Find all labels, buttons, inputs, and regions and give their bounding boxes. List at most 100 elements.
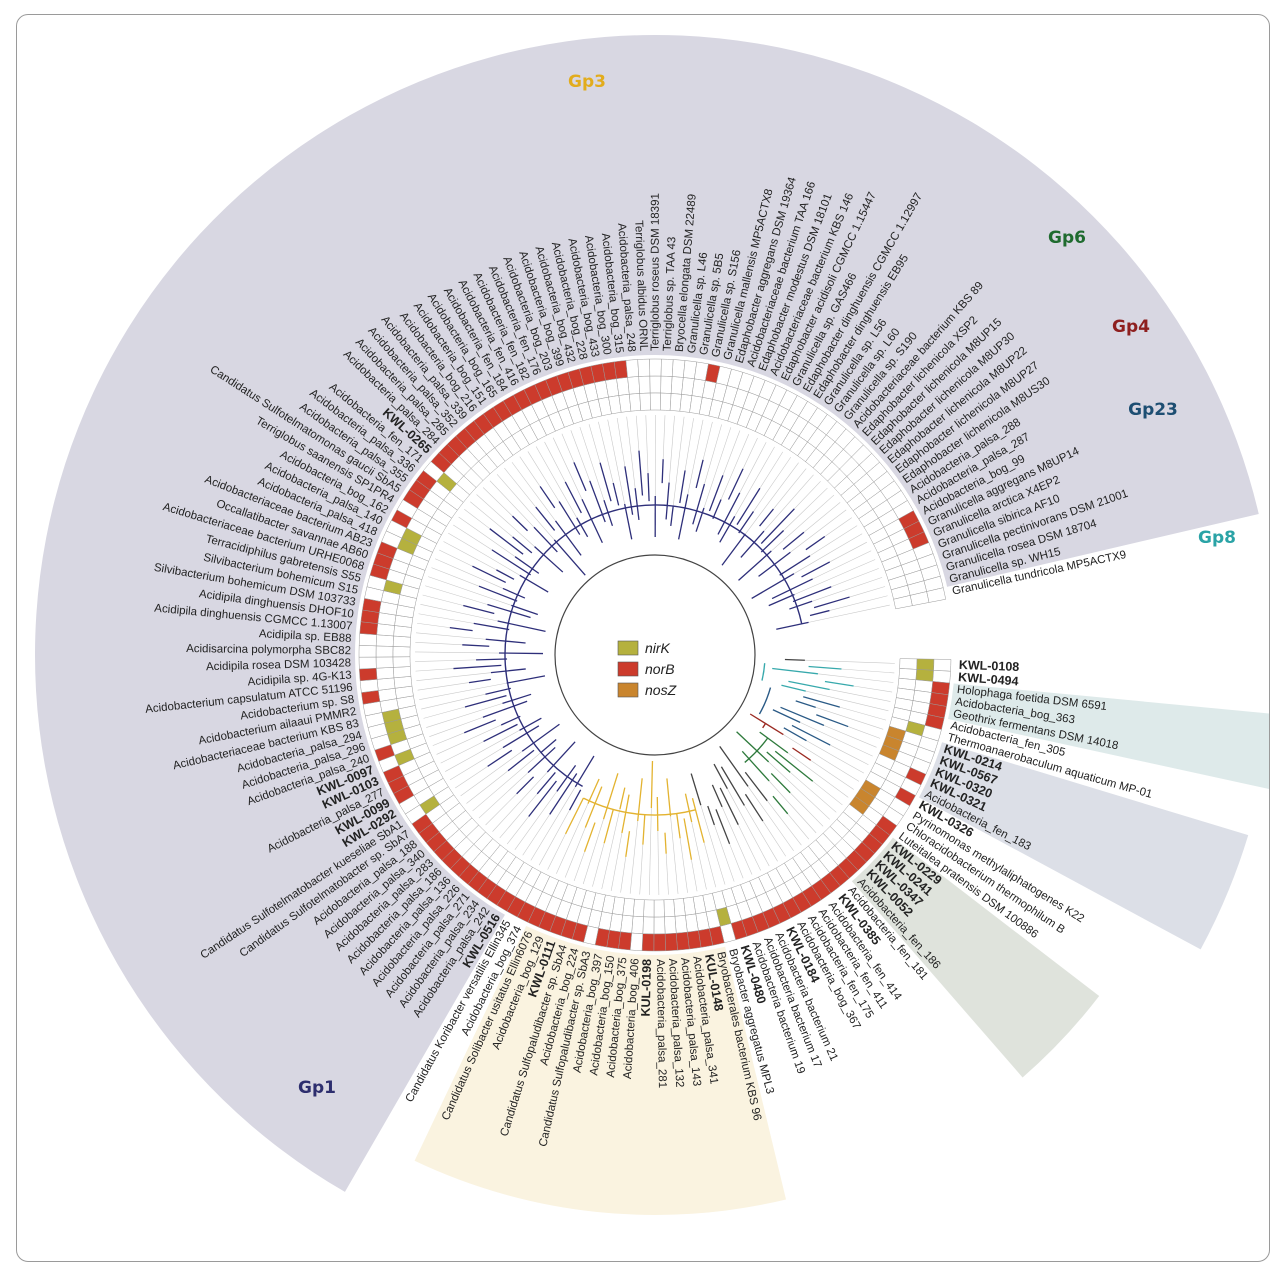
branch	[740, 530, 765, 558]
tree-branches	[415, 414, 895, 895]
legend-swatch-nirK	[617, 640, 639, 656]
ring-cell-nirK	[375, 645, 394, 658]
branch	[782, 531, 805, 550]
tip-guide	[687, 419, 704, 495]
tip-guide	[464, 509, 490, 529]
tip-guide	[767, 800, 802, 846]
ring-cell-norB	[641, 933, 655, 952]
clade-arc-gp4	[762, 723, 767, 729]
branch	[695, 507, 705, 532]
branch	[612, 482, 620, 506]
tip-guide	[808, 604, 890, 623]
branch	[464, 719, 496, 734]
branch	[751, 573, 795, 600]
branch	[463, 604, 495, 615]
clade-arc-gp1	[504, 504, 803, 787]
tip-guide	[831, 568, 879, 588]
branch	[711, 784, 723, 808]
tip-guide	[809, 525, 858, 557]
tip-guide	[527, 451, 560, 502]
clade-arc-gp23	[758, 687, 772, 715]
branch	[497, 620, 546, 632]
branch	[738, 511, 754, 534]
tip-guide	[439, 549, 473, 567]
tip-guide	[626, 416, 636, 489]
tip-guide	[700, 805, 726, 885]
tip-guide	[668, 415, 675, 483]
tip-guide	[607, 419, 625, 505]
branch	[713, 763, 728, 789]
branch	[581, 498, 603, 543]
tip-label: Acidobacteria_palsa_281	[654, 959, 668, 1088]
tip-guide	[416, 672, 491, 681]
branch	[602, 773, 619, 820]
tip-guide	[544, 441, 566, 483]
branch	[589, 480, 606, 523]
tip-guide	[592, 843, 605, 887]
branch	[727, 468, 744, 500]
ring-cell-norB	[359, 667, 378, 682]
branch	[587, 778, 600, 804]
branch	[511, 604, 539, 616]
branch	[583, 822, 596, 852]
branch	[485, 687, 511, 695]
tip-guide	[803, 502, 841, 533]
branch	[766, 751, 791, 773]
tip-guide	[422, 594, 464, 606]
tip-guide	[830, 744, 869, 765]
tip-guide	[519, 456, 541, 487]
tip-guide	[839, 706, 887, 721]
inner-disk	[355, 355, 955, 955]
tip-guide	[721, 806, 753, 875]
ring-cell-nosZ	[649, 392, 661, 411]
ring-cell-norB	[358, 656, 377, 670]
branch	[507, 749, 535, 772]
tip-guide	[773, 468, 807, 510]
tip-guide	[804, 659, 895, 664]
branch	[621, 794, 630, 834]
tip-guide	[416, 632, 486, 640]
tip-guide	[744, 805, 778, 862]
branch	[564, 481, 582, 514]
ring-cell-norB	[926, 587, 946, 603]
ring-cell-norB	[613, 360, 628, 379]
tip-guide	[789, 792, 824, 827]
tip-guide	[420, 604, 498, 622]
clade-arc-gp6	[744, 737, 769, 763]
branch	[506, 675, 546, 684]
tip-guide	[691, 859, 698, 892]
tip-guide	[489, 480, 535, 528]
branch	[670, 506, 674, 527]
tip-guide	[794, 481, 821, 509]
sector-gp8	[655, 655, 1269, 790]
ring-cell-nosZ	[643, 899, 655, 918]
clade-label-gp3: Gp3	[568, 72, 606, 92]
branch	[472, 565, 507, 583]
branch	[449, 626, 473, 632]
branch	[789, 600, 813, 610]
tip-guide	[841, 668, 895, 674]
branch	[707, 805, 715, 826]
branch	[638, 450, 644, 496]
branch	[808, 665, 842, 670]
tip-label: Terriglobus roseus DSM 18391	[650, 193, 662, 351]
branch	[539, 486, 556, 509]
tip-guide	[588, 424, 601, 463]
tip-guide	[448, 532, 520, 576]
root-arc	[554, 554, 756, 756]
tip-guide	[720, 433, 750, 500]
branch	[603, 809, 614, 844]
tip-guide	[734, 446, 775, 517]
branch	[533, 526, 558, 553]
ring-cell-norB	[637, 358, 651, 377]
tip-guide	[629, 821, 638, 894]
tip-guide	[449, 747, 504, 781]
tip-guide	[485, 793, 517, 826]
ring-cell-norB	[933, 658, 952, 672]
branch	[576, 517, 589, 538]
branch	[677, 494, 689, 540]
ring-cell-norB	[625, 359, 639, 378]
tip-guide	[547, 833, 566, 870]
